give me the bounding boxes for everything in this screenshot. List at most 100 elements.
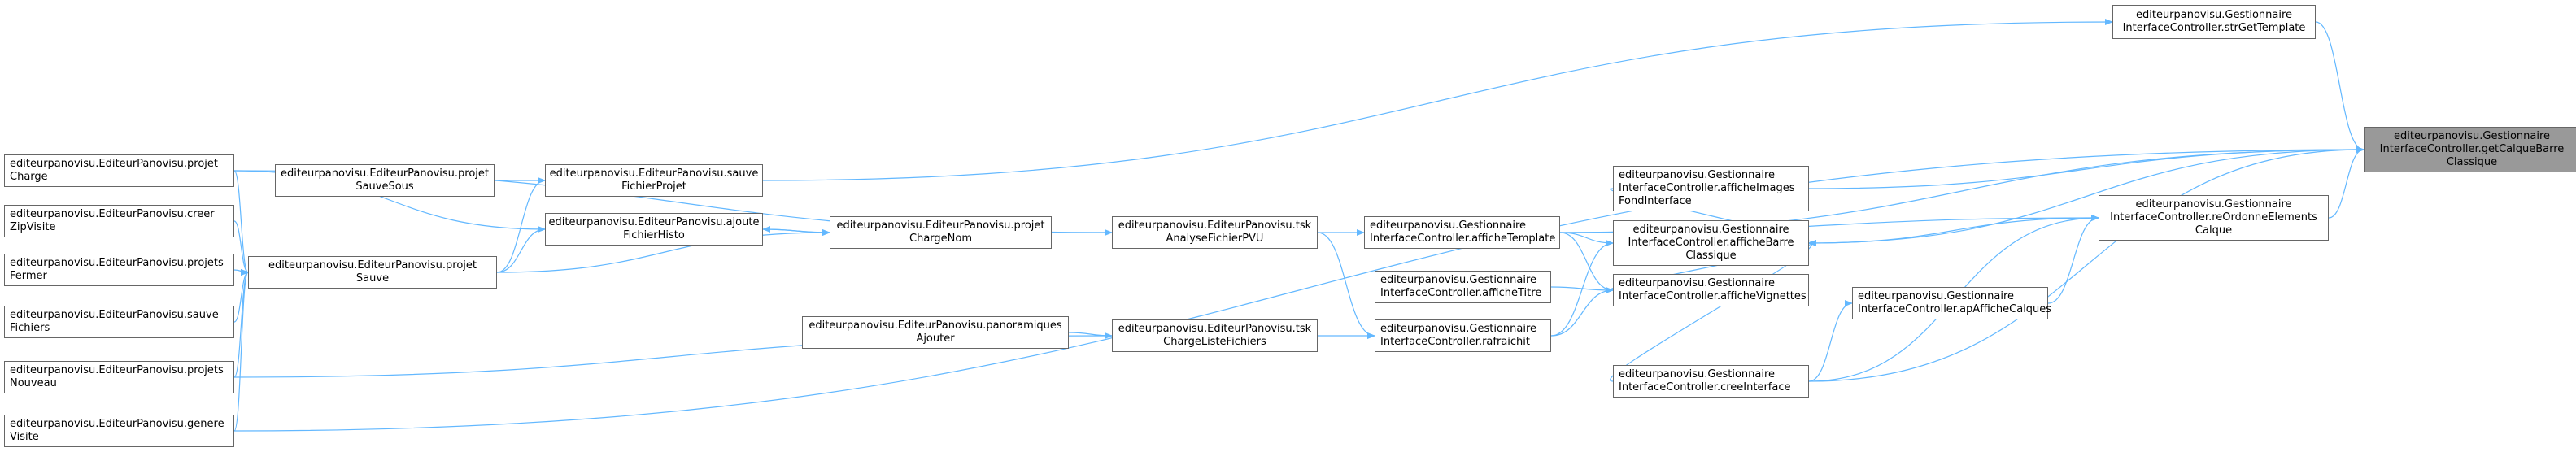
node-label-line: SauveSous xyxy=(355,180,414,193)
node-label-line: Fichiers xyxy=(10,322,50,334)
edge-genereVisite-to-getCalque xyxy=(233,146,2365,432)
node-label-line: FichierHisto xyxy=(623,229,685,241)
node-label-line: editeurpanovisu.EditeurPanovisu.creer xyxy=(10,208,215,220)
edge-genereVisite-to-projetSauve xyxy=(233,269,249,432)
edge-creeInterface-to-apAffiche xyxy=(1808,300,1853,382)
edge-projetCharge-to-projetSauve xyxy=(233,170,249,276)
edge-afficheBarre-to-reOrdonne xyxy=(1808,215,2099,244)
node-label-line: editeurpanovisu.EditeurPanovisu.projet xyxy=(281,167,489,180)
node-label-line: editeurpanovisu.Gestionnaire xyxy=(2135,9,2293,21)
edge-afficheImages-to-getCalque xyxy=(1808,146,2365,189)
node-label-line: InterfaceController.apAfficheCalques xyxy=(1858,303,2052,315)
node-label-line: editeurpanovisu.Gestionnaire xyxy=(1632,224,1789,236)
edge-tskAnalyse-to-rafraichit xyxy=(1317,232,1375,339)
node-label-line: ChargeNom xyxy=(909,233,972,245)
node-label-line: editeurpanovisu.Gestionnaire xyxy=(2135,198,2292,211)
node-label-line: editeurpanovisu.EditeurPanovisu.tsk xyxy=(1118,323,1312,335)
node-label-line: InterfaceController.afficheBarre xyxy=(1628,237,1794,249)
node-label-line: Ajouter xyxy=(916,332,955,345)
edge-afficheBarre-to-getCalque xyxy=(1808,146,2365,244)
edge-creerZip-to-projetSauve xyxy=(233,220,249,276)
node-label-line: editeurpanovisu.Gestionnaire xyxy=(1380,323,1537,335)
node-label-line: InterfaceController.afficheImages xyxy=(1619,182,1795,194)
edge-strGetTemplate-to-getCalque xyxy=(2315,21,2365,153)
edge-projetSauve-to-projetChargeNom xyxy=(496,229,830,273)
edge-afficheTemplate-to-afficheVignettes xyxy=(1559,232,1614,293)
edge-reOrdonne-to-getCalque xyxy=(2328,146,2365,219)
node-label-line: FondInterface xyxy=(1619,195,1692,207)
edge-afficheTemplate-to-afficheBarre xyxy=(1559,232,1614,246)
node-label-line: editeurpanovisu.EditeurPanovisu.projets xyxy=(10,364,224,376)
node-label-line: Fermer xyxy=(10,270,47,282)
edge-projetChargeNom-to-ajouteFichierHisto xyxy=(762,226,830,233)
node-label-line: InterfaceController.afficheVignettes xyxy=(1619,290,1807,302)
node-label-line: editeurpanovisu.EditeurPanovisu.ajoute xyxy=(548,216,760,228)
node-label-line: Calque xyxy=(2195,224,2233,237)
node-label-line: Nouveau xyxy=(10,377,57,389)
node-label-line: Sauve xyxy=(355,272,390,285)
node-label-line: Classique xyxy=(2446,156,2498,168)
node-label-line: editeurpanovisu.Gestionnaire xyxy=(1370,219,1527,232)
node-panoAjouter[interactable]: editeurpanovisu.EditeurPanovisu.panorami… xyxy=(802,316,1069,349)
node-label-line: Visite xyxy=(10,431,39,443)
node-label-line: ZipVisite xyxy=(10,221,56,233)
edge-apAffiche-to-reOrdonne xyxy=(2047,215,2099,304)
edge-projetSauve-to-sauveFichierProjet xyxy=(496,177,546,273)
node-label-line: editeurpanovisu.Gestionnaire xyxy=(2393,130,2551,142)
node-label-line: InterfaceController.afficheTemplate xyxy=(1370,233,1556,245)
edge-sauveFichierProjet-to-strGetTemplate xyxy=(762,19,2113,181)
node-label-line: editeurpanovisu.Gestionnaire xyxy=(1380,274,1537,286)
node-label-line: editeurpanovisu.EditeurPanovisu.panorami… xyxy=(809,319,1062,332)
node-label-line: InterfaceController.strGetTemplate xyxy=(2122,22,2306,34)
node-label-line: editeurpanovisu.EditeurPanovisu.projets xyxy=(10,257,224,269)
node-label-line: InterfaceController.afficheTitre xyxy=(1380,287,1542,299)
node-label-line: InterfaceController.creeInterface xyxy=(1619,381,1791,393)
node-label-line: editeurpanovisu.EditeurPanovisu.genere xyxy=(10,418,224,430)
node-label-line: editeurpanovisu.Gestionnaire xyxy=(1619,368,1776,380)
node-label-line: InterfaceController.reOrdonneElements xyxy=(2110,211,2317,224)
node-label-line: editeurpanovisu.Gestionnaire xyxy=(1619,169,1776,181)
edge-rafraichit-to-afficheVignettes xyxy=(1550,287,1614,337)
node-label-line: Classique xyxy=(1685,250,1737,262)
edge-projetSauve-to-ajouteFichierHisto xyxy=(496,226,546,273)
node-label-line: AnalyseFichierPVU xyxy=(1166,233,1264,245)
node-label-line: InterfaceController.getCalqueBarre xyxy=(2379,143,2565,155)
node-label-line: FichierProjet xyxy=(621,180,686,193)
node-label-line: editeurpanovisu.EditeurPanovisu.sauve xyxy=(549,167,759,180)
node-label-line: editeurpanovisu.EditeurPanovisu.tsk xyxy=(1118,219,1312,232)
edge-panoAjouter-to-tskCharge xyxy=(1068,332,1113,339)
node-label-line: editeurpanovisu.EditeurPanovisu.sauve xyxy=(10,309,219,321)
node-label-line: InterfaceController.rafraichit xyxy=(1380,336,1530,348)
node-label-line: ChargeListeFichiers xyxy=(1163,336,1266,348)
node-label-line: editeurpanovisu.EditeurPanovisu.projet xyxy=(836,219,1045,232)
node-label-line: editeurpanovisu.EditeurPanovisu.projet xyxy=(10,158,218,170)
edge-rafraichit-to-afficheBarre xyxy=(1550,240,1614,337)
node-label-line: editeurpanovisu.Gestionnaire xyxy=(1619,277,1776,289)
node-label-line: editeurpanovisu.Gestionnaire xyxy=(1858,290,2015,302)
node-label-line: Charge xyxy=(10,171,48,183)
